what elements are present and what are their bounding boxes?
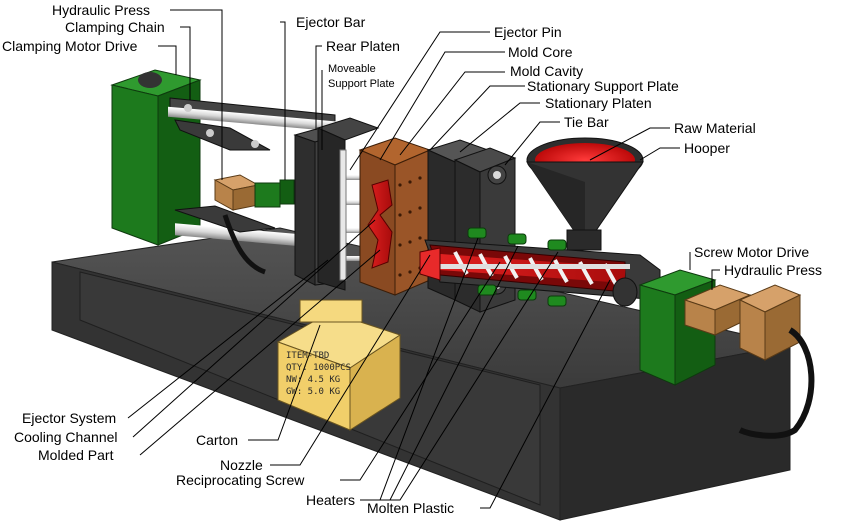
label-molded-part: Molded Part — [38, 447, 114, 463]
carton-text-line4: GW: 5.0 KG — [286, 387, 340, 397]
clamping-motor-drive — [110, 69, 202, 246]
injection-barrel — [419, 239, 661, 307]
label-mold-core: Mold Core — [508, 44, 573, 60]
label-ejector-bar: Ejector Bar — [296, 14, 366, 30]
label-nozzle: Nozzle — [220, 457, 263, 473]
label-tie-bar: Tie Bar — [564, 114, 609, 130]
label-support-plate: Support Plate — [328, 78, 395, 90]
carton-text-line2: QTY: 1000PCS — [286, 363, 351, 373]
label-moveable: Moveable — [328, 63, 376, 75]
hopper — [526, 137, 644, 251]
label-reciprocating-screw: Reciprocating Screw — [176, 472, 305, 488]
carton-box: ITEM-TBD QTY: 1000PCS NW: 4.5 KG GW: 5.0… — [276, 299, 402, 431]
moveable-support-plate — [316, 117, 380, 291]
label-cooling-channel: Cooling Channel — [14, 429, 118, 445]
molded-part — [367, 179, 393, 269]
leader-lines — [127, 9, 720, 509]
label-heaters: Heaters — [306, 492, 356, 508]
label-stationary-platen: Stationary Platen — [545, 95, 652, 111]
label-raw-material: Raw Material — [674, 120, 756, 136]
carton-text-line1: ITEM-TBD — [286, 351, 329, 361]
label-clamping-motor-drive: Clamping Motor Drive — [2, 38, 138, 54]
label-screw-motor-drive: Screw Motor Drive — [694, 244, 810, 260]
hydraulic-press-left — [213, 174, 295, 275]
label-molten-plastic: Molten Plastic — [367, 500, 455, 516]
label-mold-cavity: Mold Cavity — [510, 63, 584, 79]
label-hydraulic-press-right: Hydraulic Press — [724, 262, 823, 278]
label-rear-platen: Rear Platen — [326, 38, 400, 54]
label-ejector-pin: Ejector Pin — [494, 24, 562, 40]
label-clamping-chain: Clamping Chain — [65, 19, 165, 35]
carton-text-line3: NW: 4.5 KG — [286, 375, 340, 385]
heater-bands — [467, 227, 567, 307]
label-hydraulic-press-top: Hydraulic Press — [52, 2, 151, 18]
label-stationary-support-plate: Stationary Support Plate — [527, 78, 679, 94]
label-carton: Carton — [196, 432, 239, 448]
label-ejector-system: Ejector System — [22, 410, 117, 426]
hydraulic-press-right — [683, 284, 815, 439]
label-hooper: Hooper — [684, 140, 730, 156]
